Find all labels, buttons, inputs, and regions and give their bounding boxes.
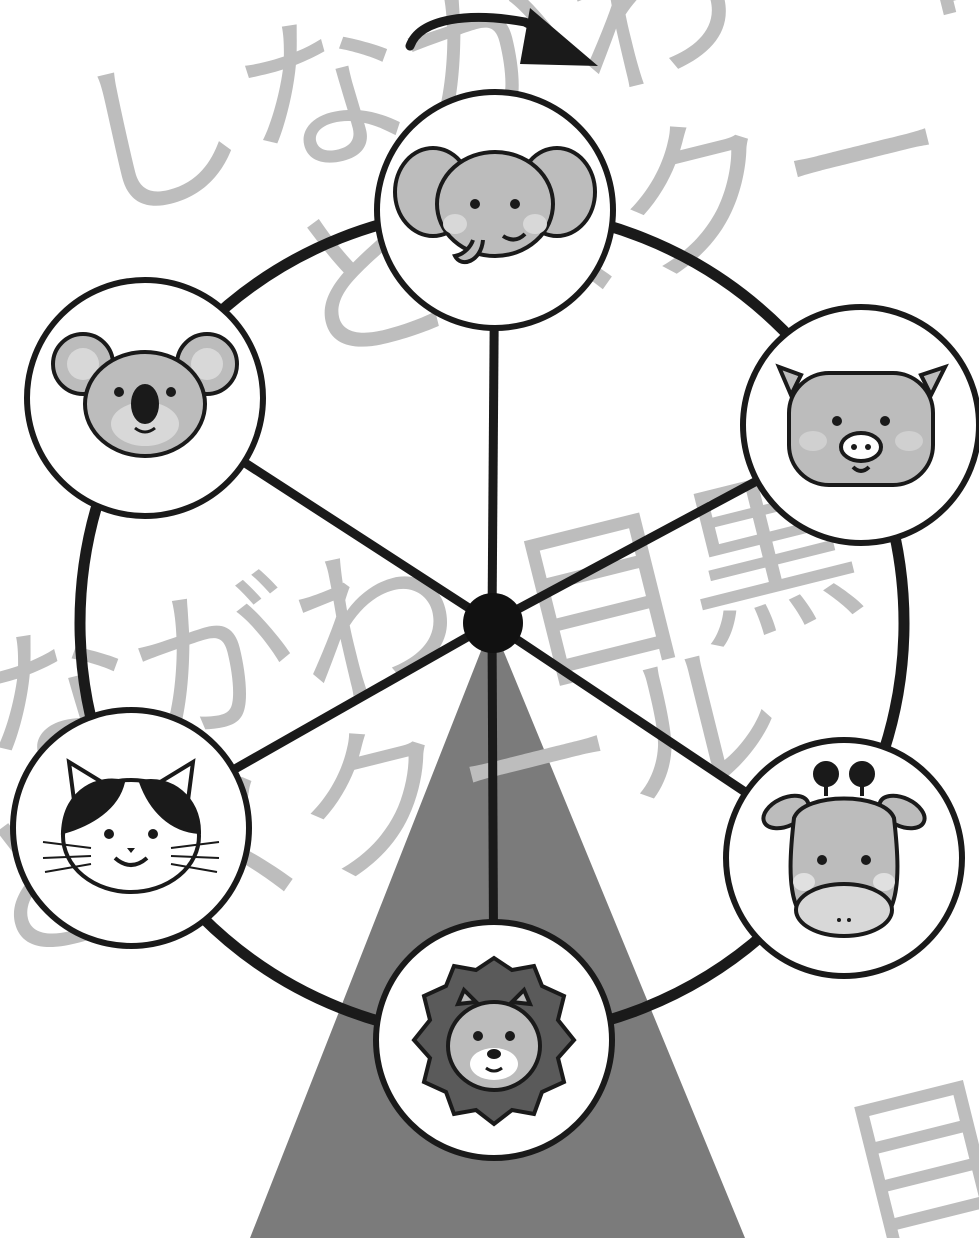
gondola-cat — [10, 707, 252, 949]
cat-icon — [42, 758, 220, 894]
watermark-line-6: 目 — [823, 1050, 979, 1238]
elephant-icon — [393, 146, 597, 265]
koala-icon — [51, 332, 239, 458]
wheel-hub — [463, 593, 523, 653]
gondola-giraffe — [723, 737, 965, 979]
lion-icon — [411, 955, 577, 1127]
gondola-lion — [373, 919, 615, 1161]
cat-whiskers — [42, 841, 220, 873]
gondola-koala — [24, 277, 266, 519]
rotation-arrow-icon — [405, 8, 598, 66]
gondola-pig — [740, 304, 979, 546]
gondola-elephant — [374, 89, 616, 331]
giraffe-icon — [761, 761, 927, 938]
pig-icon — [775, 363, 949, 487]
